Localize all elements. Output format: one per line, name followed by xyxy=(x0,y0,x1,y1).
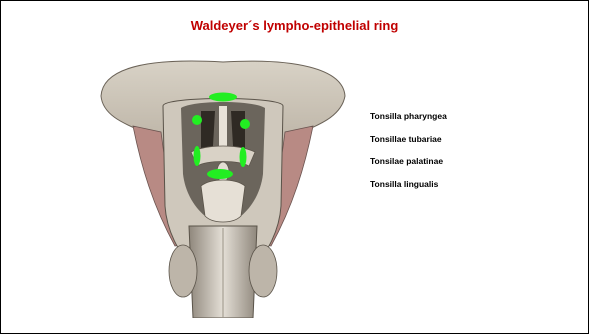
tonsilla-palatina-left-marker xyxy=(194,146,201,166)
tonsilla-pharyngea-marker xyxy=(209,93,237,102)
pharynx-drawing xyxy=(93,56,353,318)
anatomy-illustration xyxy=(93,56,353,318)
tonsilla-tubaria-right-marker xyxy=(240,119,250,129)
tonsilla-tubaria-left-marker xyxy=(192,115,202,125)
tonsil-label-list: Tonsilla pharyngea Tonsillae tubariae To… xyxy=(370,110,447,200)
thyroid-left xyxy=(169,245,197,297)
epiglottis xyxy=(201,180,245,222)
tonsilla-lingualis-marker xyxy=(207,169,233,179)
nasal-septum xyxy=(219,106,227,150)
label-tonsilae-palatinae: Tonsilae palatinae xyxy=(370,155,447,178)
label-tonsillae-tubariae: Tonsillae tubariae xyxy=(370,133,447,156)
label-tonsilla-pharyngea: Tonsilla pharyngea xyxy=(370,110,447,133)
label-tonsilla-lingualis: Tonsilla lingualis xyxy=(370,178,447,201)
slide-title: Waldeyer´s lympho-epithelial ring xyxy=(1,18,588,33)
tonsilla-palatina-right-marker xyxy=(240,147,247,167)
thyroid-right xyxy=(249,245,277,297)
